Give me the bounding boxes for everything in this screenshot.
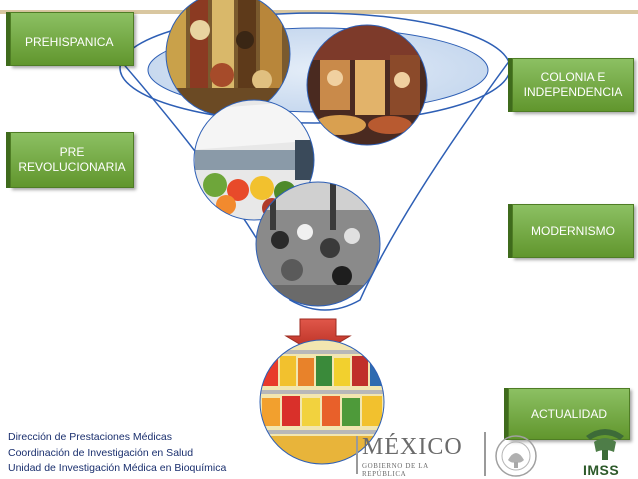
label-pre-revolucionaria: PRE REVOLUCIONARIA [10,132,134,188]
imss-wordmark: IMSS [583,462,620,478]
label-pre-line2: REVOLUCIONARIA [18,160,126,174]
footer-credits: Dirección de Prestaciones Médicas Coordi… [8,430,226,477]
label-actualidad-text: ACTUALIDAD [530,406,607,421]
national-seal-icon [484,432,537,477]
colonial-market-image [307,25,427,145]
label-colonia-independencia: COLONIA E INDEPENDENCIA [512,58,634,112]
label-modernismo-text: MODERNISMO [531,223,615,238]
footer-line-2: Coordinación de Investigación en Salud [8,446,194,459]
historic-crowd-photo [256,182,380,306]
mexico-subtitle: GOBIERNO DE LA REPÚBLICA [362,462,429,478]
supermarket-shelf-image [260,340,384,464]
footer-line-3: Unidad de Investigación Médica en Bioquí… [8,462,227,474]
label-prehispanica: PREHISPANICA [10,12,134,66]
funnel-top-ellipse [119,12,511,124]
label-colonia-line1: COLONIA E [540,70,606,84]
footer-line-1: Dirección de Prestaciones Médicas [8,431,172,443]
mexico-government-logo: MÉXICO GOBIERNO DE LA REPÚBLICA [356,434,463,478]
label-modernismo: MODERNISMO [512,204,634,258]
label-prehispanica-text: PREHISPANICA [25,35,114,49]
top-divider [0,10,638,14]
label-pre-line1: PRE [59,145,85,159]
logo-divider [356,436,358,474]
label-colonia-line2: INDEPENDENCIA [523,85,623,99]
mexico-wordmark: MÉXICO [362,434,463,460]
imss-eagle-icon [586,429,624,460]
